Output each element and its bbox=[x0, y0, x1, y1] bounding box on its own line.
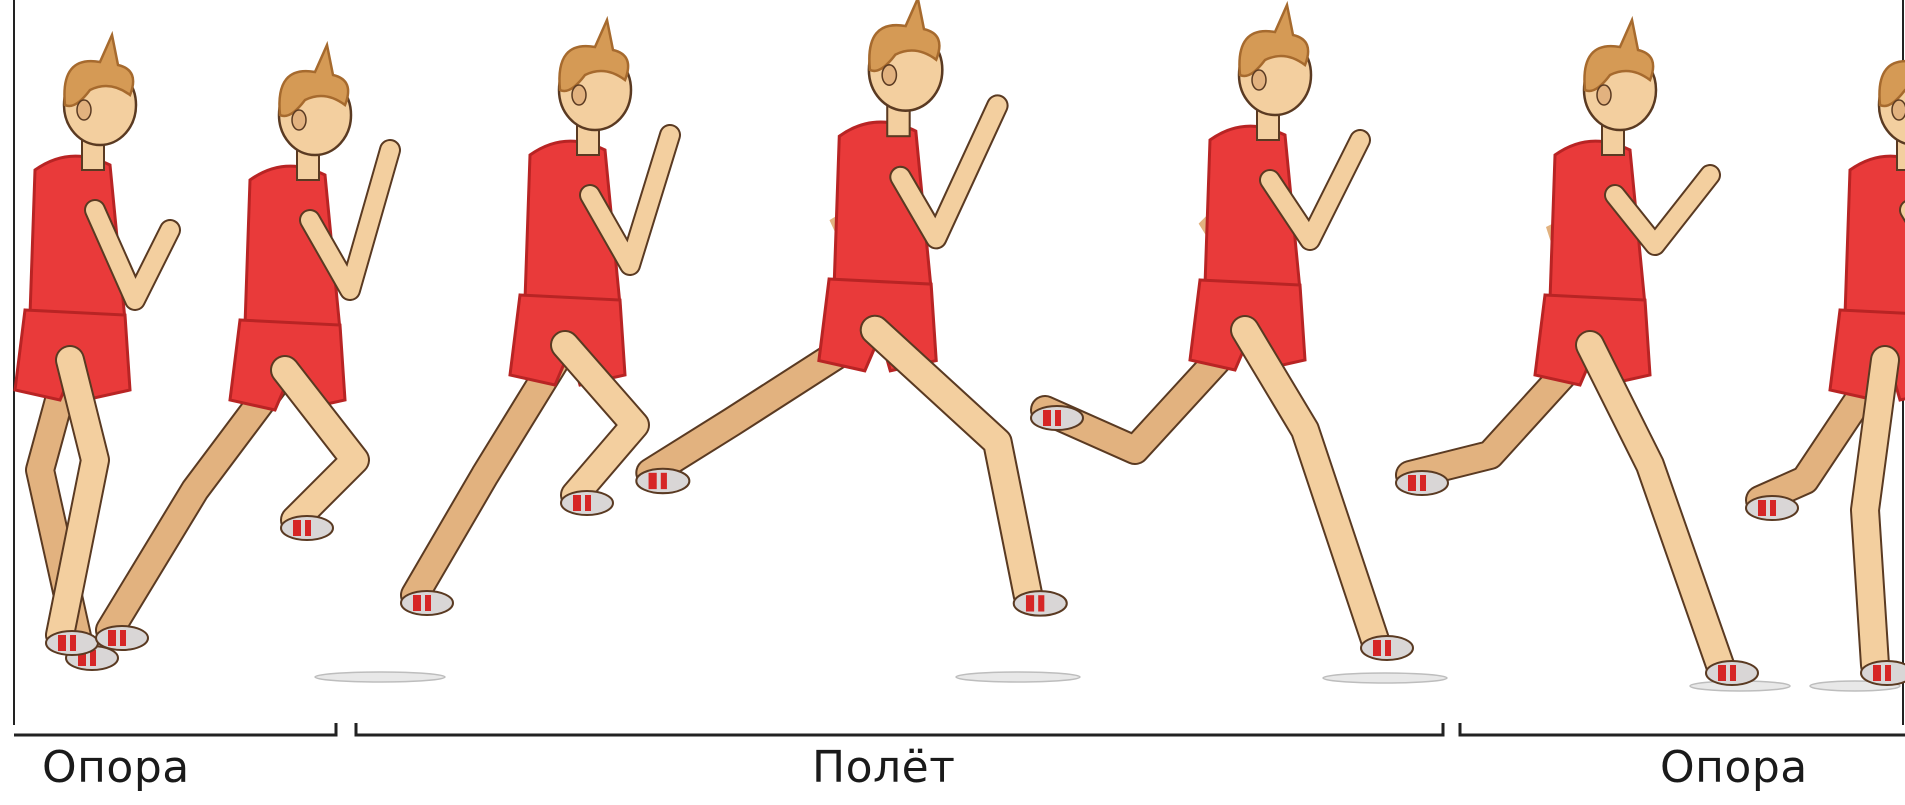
bracket-left-support bbox=[14, 723, 336, 735]
runner-figure bbox=[401, 20, 670, 615]
ear bbox=[1892, 100, 1905, 120]
runner-figure bbox=[636, 0, 1066, 616]
limb bbox=[1865, 360, 1885, 665]
limb bbox=[110, 370, 285, 630]
shoe-icon bbox=[96, 626, 148, 650]
runner-figure bbox=[1031, 5, 1413, 660]
runner-figure bbox=[1746, 35, 1905, 685]
phase-label-support-right: Опора bbox=[1660, 742, 1808, 793]
shoe-icon bbox=[46, 631, 98, 655]
shoe-icon bbox=[1014, 591, 1067, 615]
bracket-flight bbox=[356, 723, 1443, 735]
runner-figure bbox=[96, 45, 390, 650]
runner-figure bbox=[1396, 20, 1758, 685]
ground-shadow bbox=[315, 672, 445, 682]
shoe-icon bbox=[1396, 471, 1448, 495]
ear bbox=[1597, 85, 1611, 105]
shoe-icon bbox=[1706, 661, 1758, 685]
shoe-icon bbox=[1031, 406, 1083, 430]
phase-brackets bbox=[14, 723, 1905, 735]
ground-shadow bbox=[1323, 673, 1447, 683]
phase-label-support-left: Опора bbox=[42, 742, 190, 793]
shoe-icon bbox=[561, 491, 613, 515]
phase-label-flight: Полёт bbox=[812, 742, 955, 793]
shoe-icon bbox=[281, 516, 333, 540]
hair bbox=[1879, 35, 1905, 106]
shoe-icon bbox=[1861, 661, 1905, 685]
shoe-icon bbox=[1746, 496, 1798, 520]
runner-figures bbox=[15, 0, 1905, 685]
limb bbox=[1245, 330, 1375, 640]
bracket-right-support bbox=[1460, 723, 1905, 735]
ground-shadows bbox=[315, 672, 1900, 691]
ear bbox=[882, 65, 896, 85]
ear bbox=[572, 85, 586, 105]
limb bbox=[1590, 345, 1720, 665]
shoe-icon bbox=[401, 591, 453, 615]
ear bbox=[1252, 70, 1266, 90]
shoe-icon bbox=[1361, 636, 1413, 660]
ear bbox=[77, 100, 91, 120]
jersey bbox=[1845, 156, 1905, 326]
shoe-icon bbox=[636, 469, 689, 493]
ear bbox=[292, 110, 306, 130]
ground-shadow bbox=[956, 672, 1080, 682]
